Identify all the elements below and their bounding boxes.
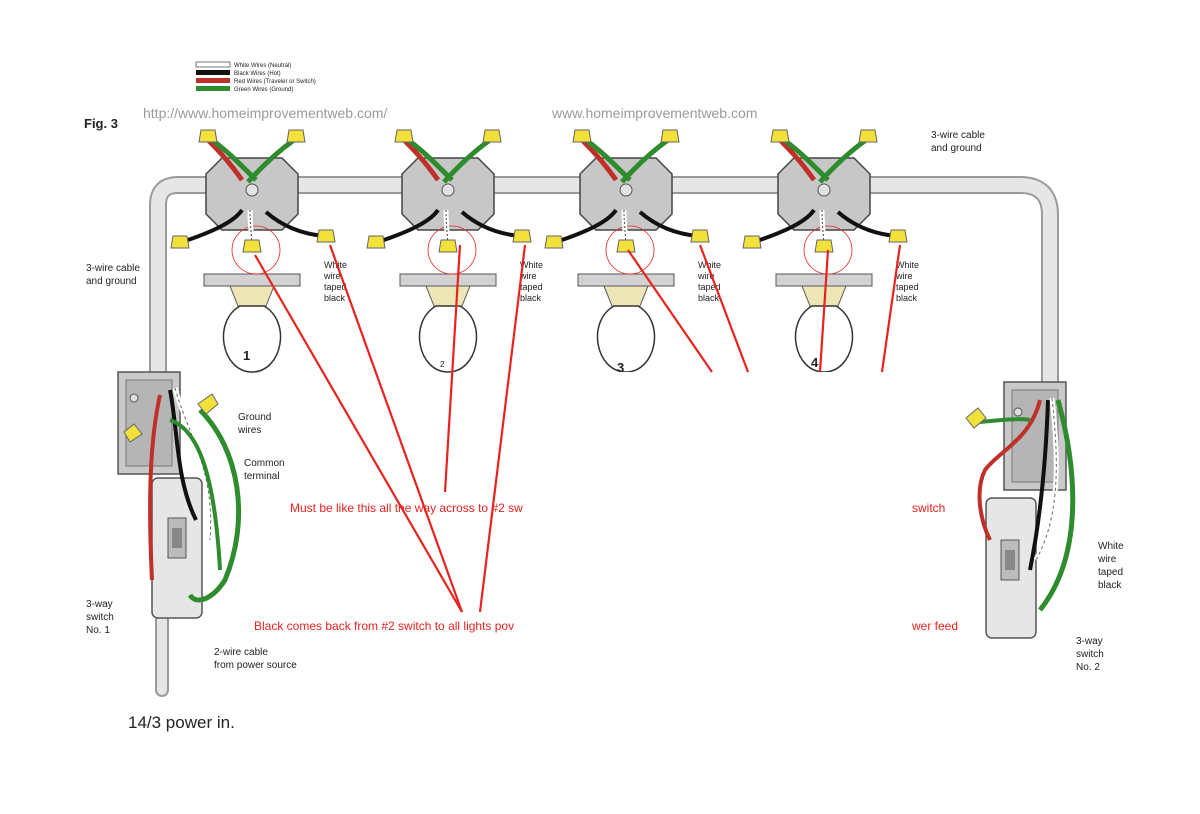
switch2-white-line4: black	[1098, 580, 1122, 591]
light-number-4: 4	[811, 355, 819, 370]
switch2-line3: No. 2	[1076, 662, 1100, 673]
switch-1-assembly	[117, 371, 242, 619]
note-black-comes: Black comes back from #2 switch to all l…	[254, 619, 514, 633]
switch-2-assembly	[965, 381, 1076, 639]
white-wire-note-line: black	[698, 293, 720, 303]
blank-region	[549, 372, 921, 672]
note-must-be-tail: switch	[912, 501, 945, 515]
legend-green: Green Wires (Ground)	[234, 87, 293, 93]
watermark-left: http://www.homeimprovementweb.com/	[143, 105, 387, 121]
light-fixtures: WhitewiretapedblackWhitewiretapedblackWh…	[170, 129, 919, 373]
switch1-label: 3-way switch No. 1	[86, 599, 114, 636]
white-wire-note-line: black	[324, 293, 346, 303]
light-number-2: 2	[440, 360, 445, 369]
white-wire-note-line: wire	[323, 271, 341, 281]
white-wire-note-line: taped	[896, 282, 919, 292]
white-wire-note-line: White	[698, 260, 721, 270]
switch2-label: 3-way switch No. 2	[1076, 636, 1104, 673]
switch2-white-line1: White	[1098, 541, 1124, 552]
white-wire-note-line: black	[896, 293, 918, 303]
power-cable-line1: 2-wire cable	[214, 647, 268, 658]
common-terminal-label: Common terminal	[244, 458, 285, 482]
note-black-comes-tail: wer feed	[911, 619, 958, 633]
white-wire-note-line: black	[520, 293, 542, 303]
common-terminal-line1: Common	[244, 458, 285, 469]
white-wire-note-line: White	[520, 260, 543, 270]
light-number-3: 3	[617, 360, 624, 375]
white-wire-note-line: White	[896, 260, 919, 270]
switch1-line3: No. 1	[86, 625, 110, 636]
legend: White Wires (Neutral) Black Wires (Hot) …	[195, 61, 316, 93]
figure-label: Fig. 3	[84, 116, 118, 131]
white-wire-note-line: wire	[895, 271, 913, 281]
common-terminal-line2: terminal	[244, 471, 280, 482]
light-number-1: 1	[243, 348, 250, 363]
note-must-be: Must be like this all the way across to …	[290, 501, 523, 515]
white-wire-note-line: taped	[520, 282, 543, 292]
annotation-lines	[254, 244, 902, 613]
ground-wires-line1: Ground	[238, 412, 271, 423]
ground-wires-line2: wires	[237, 425, 261, 436]
switch2-white-line3: taped	[1098, 567, 1123, 578]
power-cable-label: 2-wire cable from power source	[214, 647, 297, 671]
cable-label-right-line2: and ground	[931, 143, 982, 154]
cable-label-right: 3-wire cable and ground	[931, 130, 985, 154]
caption: 14/3 power in.	[128, 713, 235, 732]
power-cable-line2: from power source	[214, 660, 297, 671]
switch1-line2: switch	[86, 612, 114, 623]
white-wire-note-line: wire	[697, 271, 715, 281]
ground-wires-label: Ground wires	[237, 412, 271, 436]
white-wire-note-line: White	[324, 260, 347, 270]
white-wire-note-line: wire	[519, 271, 537, 281]
legend-black: Black Wires (Hot)	[234, 71, 281, 77]
switch2-white-line2: wire	[1097, 554, 1117, 565]
white-wire-note-line: taped	[324, 282, 347, 292]
switch2-white-label: White wire taped black	[1097, 541, 1124, 591]
watermark-right: www.homeimprovementweb.com	[551, 105, 757, 121]
cable-label-right-line1: 3-wire cable	[931, 130, 985, 141]
cable-label-left-line1: 3-wire cable	[86, 263, 140, 274]
cable-label-left: 3-wire cable and ground	[86, 263, 140, 287]
legend-white: White Wires (Neutral)	[234, 63, 291, 69]
switch2-line2: switch	[1076, 649, 1104, 660]
cable-label-left-line2: and ground	[86, 276, 137, 287]
white-wire-note-line: taped	[698, 282, 721, 292]
switch1-line1: 3-way	[86, 599, 113, 610]
switch2-line1: 3-way	[1076, 636, 1103, 647]
legend-red: Red Wires (Traveler or Switch)	[234, 79, 316, 85]
